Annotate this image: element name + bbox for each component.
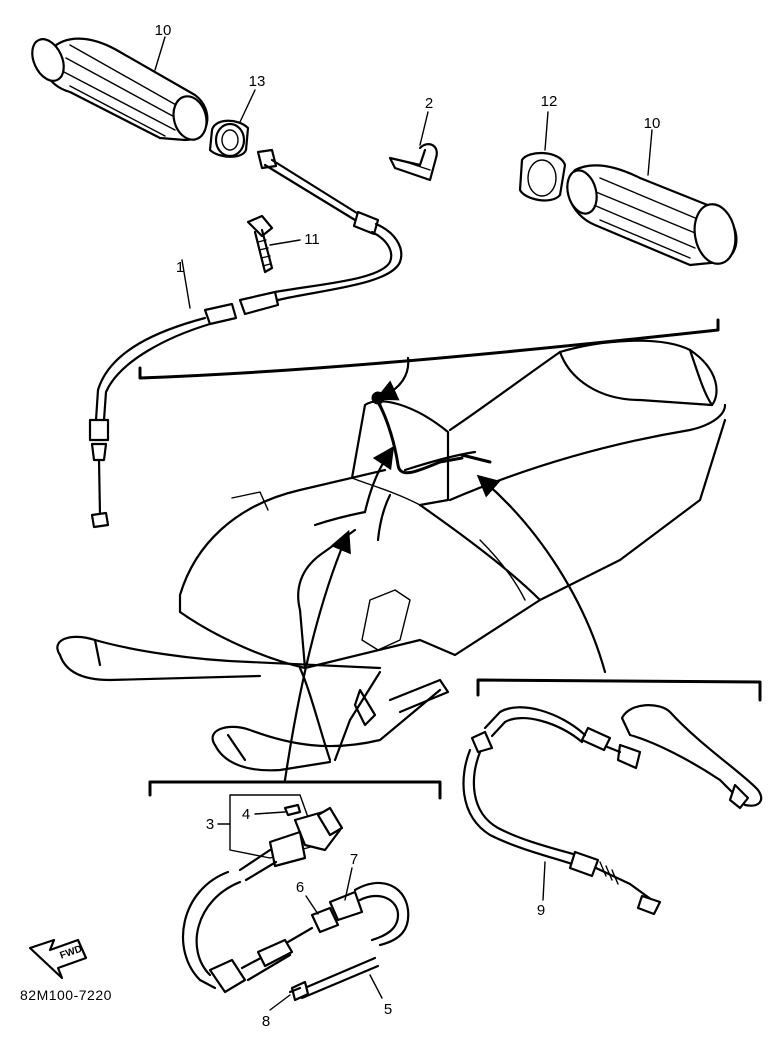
callout-11: 11: [304, 231, 320, 248]
callout-13: 13: [249, 73, 266, 90]
fwd-arrow-icon: FWD: [28, 938, 88, 980]
pointer-arrows: [283, 356, 607, 782]
switch-harness: [181, 870, 410, 1002]
callout-12: 12: [541, 93, 558, 110]
bolt-11: [246, 214, 274, 274]
brake-cable-9: [462, 706, 662, 916]
brake-lever: [620, 704, 763, 810]
callout-5: 5: [384, 1001, 392, 1018]
handlebar-grip-right: [566, 164, 738, 267]
snowmobile-body: [56, 339, 727, 772]
callout-8: 8: [262, 1013, 270, 1030]
callout-7: 7: [350, 851, 358, 868]
callout-2: 2: [425, 95, 433, 112]
clip-2: [388, 143, 438, 182]
group-brackets: [138, 318, 762, 800]
callout-3: 3: [206, 816, 214, 833]
callout-10-right: 10: [644, 115, 661, 132]
grip-ring-12: [518, 152, 567, 202]
callout-1: 1: [176, 259, 184, 276]
leader-lines: [154, 36, 653, 1011]
callouts: 10 13 2 12 10 11 1 3 4 7 6 5 8 9: [155, 22, 661, 1030]
callout-4: 4: [242, 806, 250, 823]
callout-9: 9: [537, 902, 545, 919]
grip-ring-13: [208, 119, 250, 158]
handlebar-grip-left: [31, 37, 209, 142]
drawing-code: 82M100-7220: [20, 987, 112, 1003]
switch-assembly-3: [229, 794, 344, 882]
callout-6: 6: [296, 879, 304, 896]
callout-10-left: 10: [155, 22, 172, 39]
throttle-cable-1: [88, 148, 403, 529]
